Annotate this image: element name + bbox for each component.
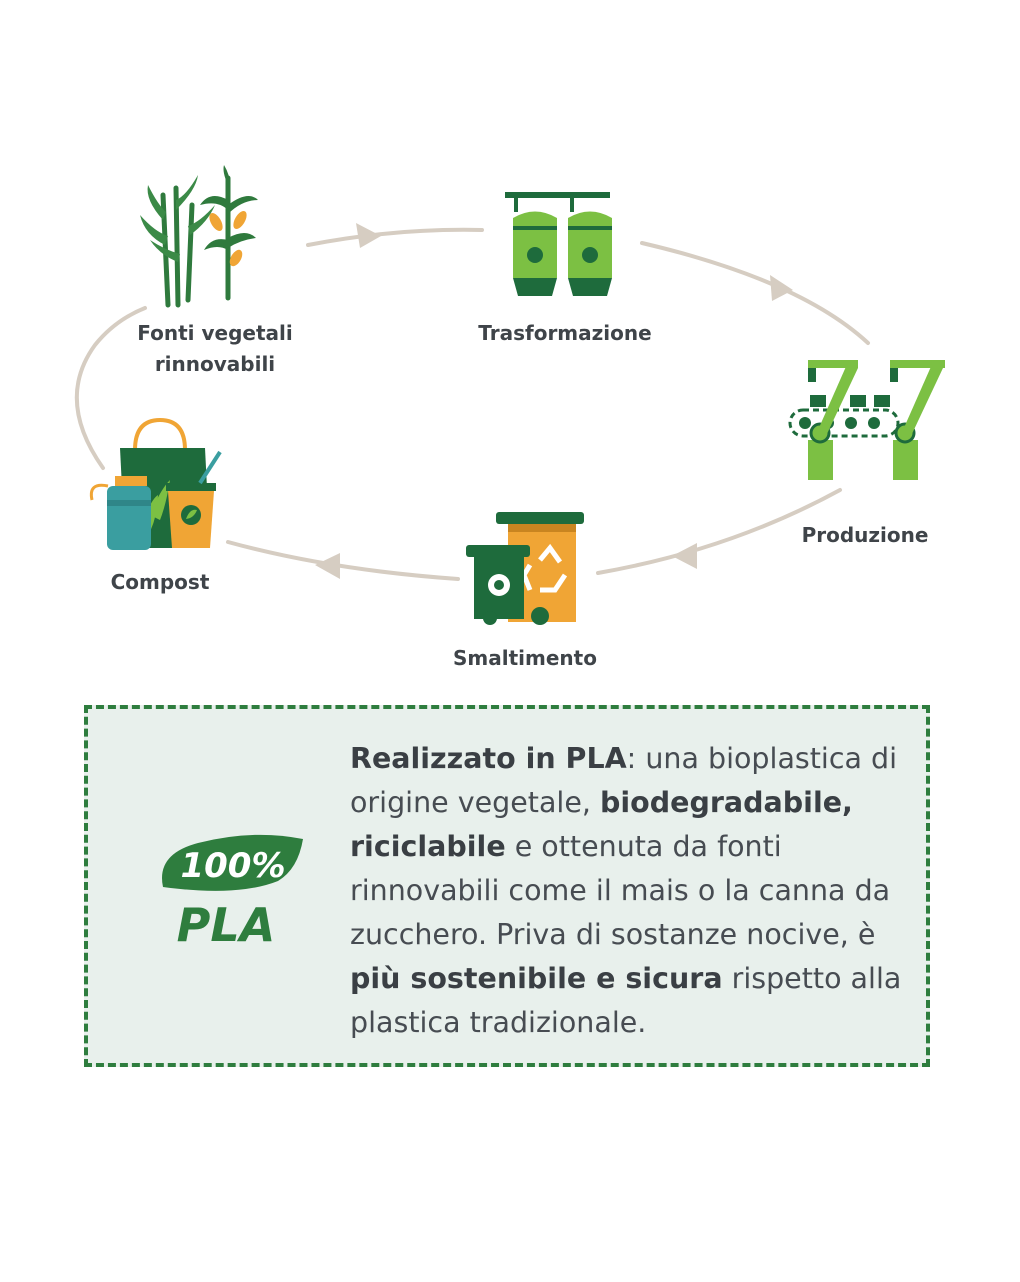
arc-trasformazione-produzione <box>640 241 870 345</box>
info-bold-3: più sostenibile e sicura <box>350 962 723 995</box>
info-bold-2: biodegradabile, riciclabile <box>350 786 853 863</box>
plants-icon <box>140 165 258 308</box>
label-fonti-line2: rinnovabili <box>154 352 276 376</box>
info-box: 100% PLA Realizzato in PLA: una bioplast… <box>84 705 930 1067</box>
compost-products-icon <box>89 417 222 550</box>
arc-fonti-trasformazione <box>306 227 484 247</box>
arrow-head-1 <box>356 223 381 248</box>
cycle-diagram <box>74 165 945 625</box>
info-text: Realizzato in PLA: una bioplastica di or… <box>350 737 920 1045</box>
cycle-arrowheads <box>315 223 793 579</box>
label-trasformazione: Trasformazione <box>478 321 652 345</box>
badge-bottom-text: PLA <box>177 898 276 952</box>
info-text-1: : una bioplastica di origine vegetale, <box>350 742 898 819</box>
info-text-3: rispetto alla plastica tradizionale. <box>350 962 902 1039</box>
info-bold-1: Realizzato in PLA <box>350 742 627 775</box>
arc-compost-fonti <box>74 306 147 470</box>
robot-arms-icon <box>788 360 945 480</box>
arc-produzione-smaltimento <box>596 488 842 575</box>
pla-badge: 100% PLA <box>162 834 303 952</box>
label-smaltimento: Smaltimento <box>453 646 597 670</box>
badge-top-text: 100% <box>180 846 285 886</box>
info-text-2: e ottenuta da fonti rinnovabili come il … <box>350 830 891 951</box>
cycle-arcs <box>74 227 870 581</box>
label-compost: Compost <box>110 570 210 594</box>
arrow-head-4 <box>315 553 340 579</box>
label-produzione: Produzione <box>801 523 929 547</box>
arc-smaltimento-compost <box>226 540 460 581</box>
recycling-bins-icon <box>466 512 584 625</box>
leaf-icon <box>162 834 303 891</box>
label-fonti-vegetali: Fonti vegetali rinnovabili <box>110 318 320 380</box>
arrow-head-2 <box>770 275 793 301</box>
label-fonti-line1: Fonti vegetali <box>137 321 293 345</box>
tanks-icon <box>505 192 612 296</box>
arrow-head-3 <box>672 543 697 569</box>
